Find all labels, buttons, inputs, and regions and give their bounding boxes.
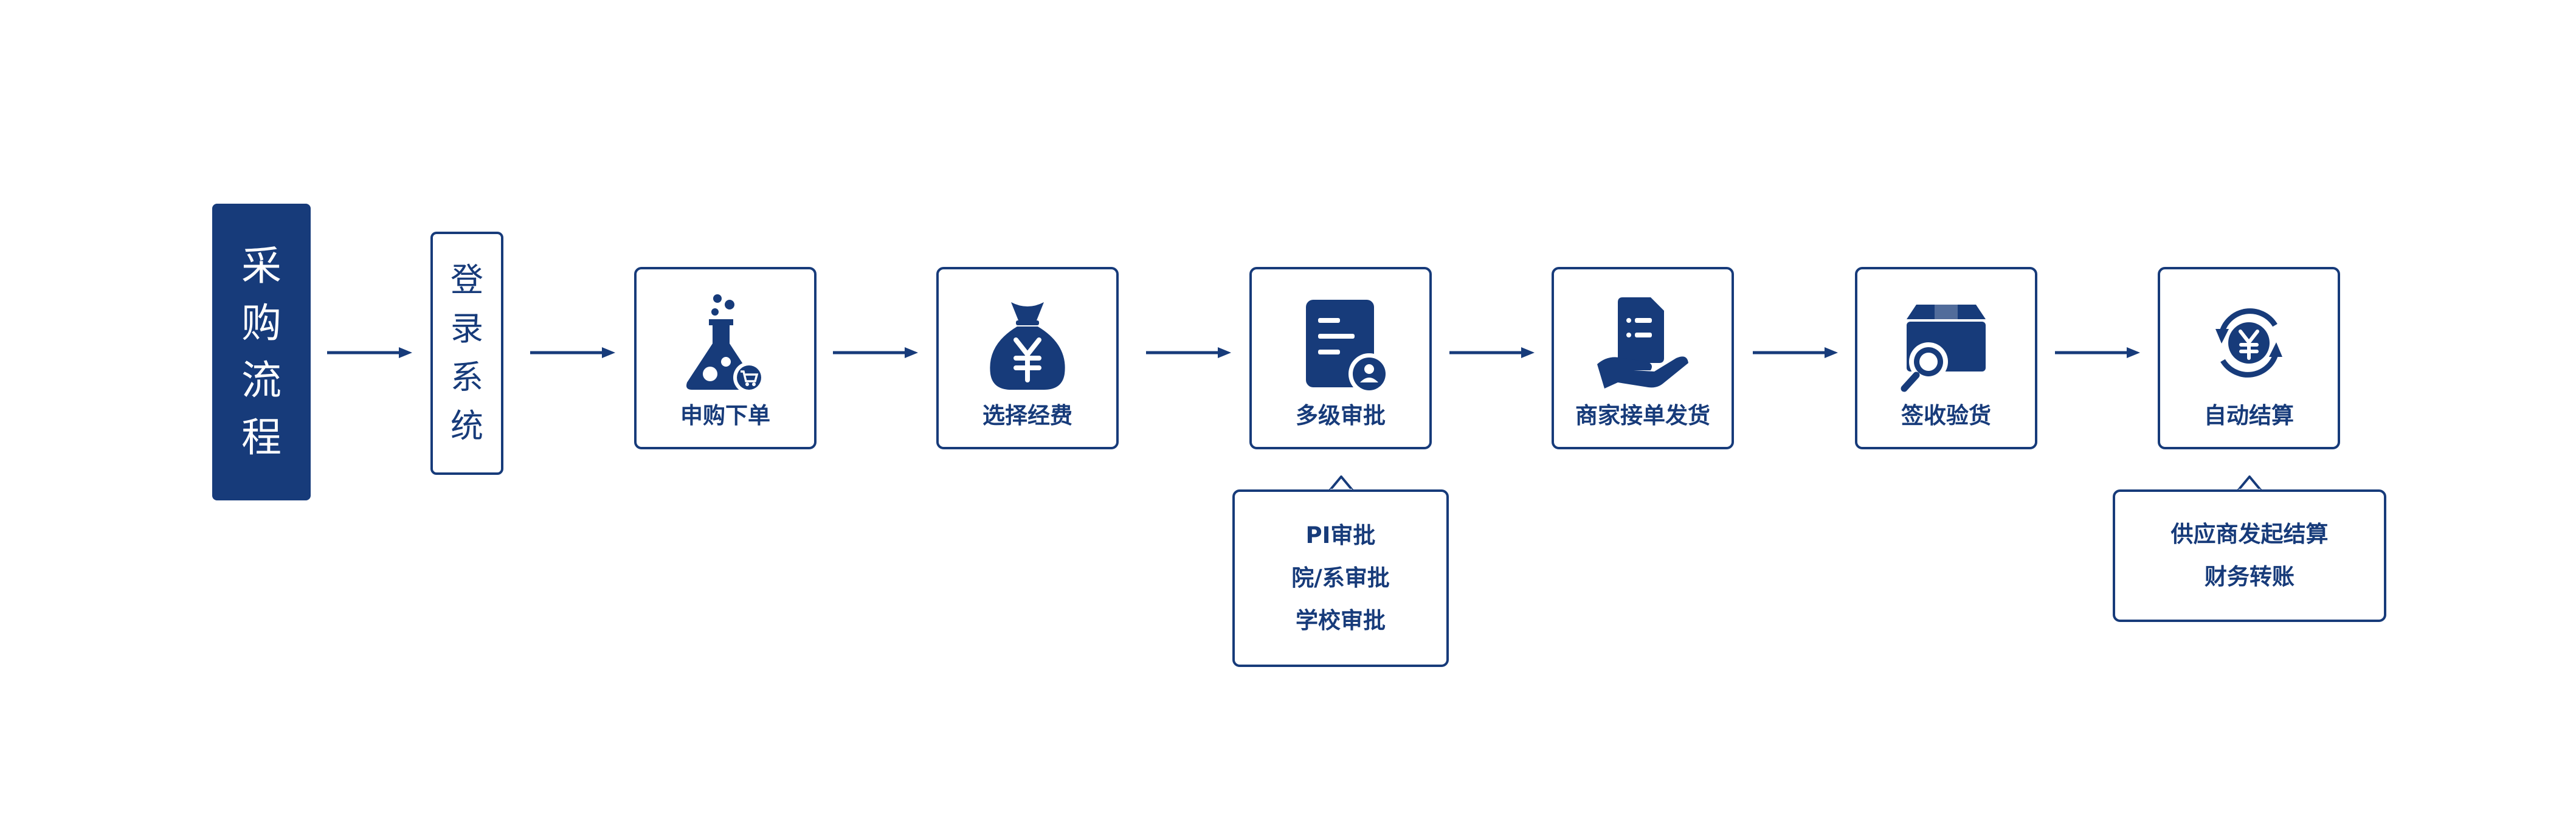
login-char: 统 bbox=[451, 407, 483, 445]
hand-document-icon bbox=[1597, 297, 1688, 389]
step-label: 申购下单 bbox=[680, 403, 770, 429]
title-char: 程 bbox=[241, 414, 281, 461]
login-char: 录 bbox=[451, 309, 483, 348]
approval-level-item: PI审批 bbox=[1305, 522, 1376, 548]
settlement-item: 供应商发起结算 bbox=[2170, 521, 2329, 547]
title-char: 采 bbox=[241, 243, 281, 289]
flow-arrow bbox=[327, 344, 412, 362]
flow-arrow bbox=[530, 344, 615, 362]
step-merchant-ship: 商家接单发货 bbox=[1552, 267, 1734, 449]
approval-level-item: 学校审批 bbox=[1296, 607, 1386, 634]
settlement-note: 供应商发起结算 财务转账 bbox=[2113, 489, 2386, 622]
flow-arrow bbox=[833, 344, 918, 362]
step-purchase-order: 申购下单 bbox=[634, 267, 817, 449]
flow-arrow bbox=[1146, 344, 1231, 362]
step-auto-settlement: 自动结算 bbox=[2158, 267, 2340, 449]
flow-arrow bbox=[1449, 344, 1535, 362]
title-char: 购 bbox=[241, 300, 281, 347]
approval-levels-note: PI审批 院/系审批 学校审批 bbox=[1232, 489, 1449, 667]
step-label: 选择经费 bbox=[982, 403, 1072, 429]
flask-cart-icon bbox=[686, 294, 765, 393]
step-label: 签收验货 bbox=[1901, 403, 1991, 429]
flow-arrow bbox=[1753, 344, 1838, 362]
title-char: 流 bbox=[241, 357, 281, 404]
flow-arrow bbox=[2055, 344, 2140, 362]
approval-level-item: 院/系审批 bbox=[1291, 565, 1390, 591]
step-label: 商家接单发货 bbox=[1575, 403, 1710, 429]
login-char: 系 bbox=[451, 358, 483, 396]
box-magnifier-icon bbox=[1901, 305, 1986, 392]
step-label: 自动结算 bbox=[2204, 403, 2294, 429]
process-title-box: 采 购 流 程 bbox=[212, 204, 311, 500]
yen-cycle-icon bbox=[2215, 308, 2282, 378]
step-multi-level-approval: 多级审批 bbox=[1249, 267, 1432, 449]
settlement-item: 财务转账 bbox=[2205, 564, 2295, 590]
login-char: 登 bbox=[451, 261, 483, 299]
step-sign-inspect: 签收验货 bbox=[1855, 267, 2037, 449]
document-user-icon bbox=[1306, 300, 1390, 395]
step-label: 多级审批 bbox=[1296, 403, 1386, 429]
login-system-box: 登 录 系 统 bbox=[430, 232, 503, 475]
money-bag-icon bbox=[990, 302, 1065, 390]
step-select-funds: 选择经费 bbox=[936, 267, 1119, 449]
